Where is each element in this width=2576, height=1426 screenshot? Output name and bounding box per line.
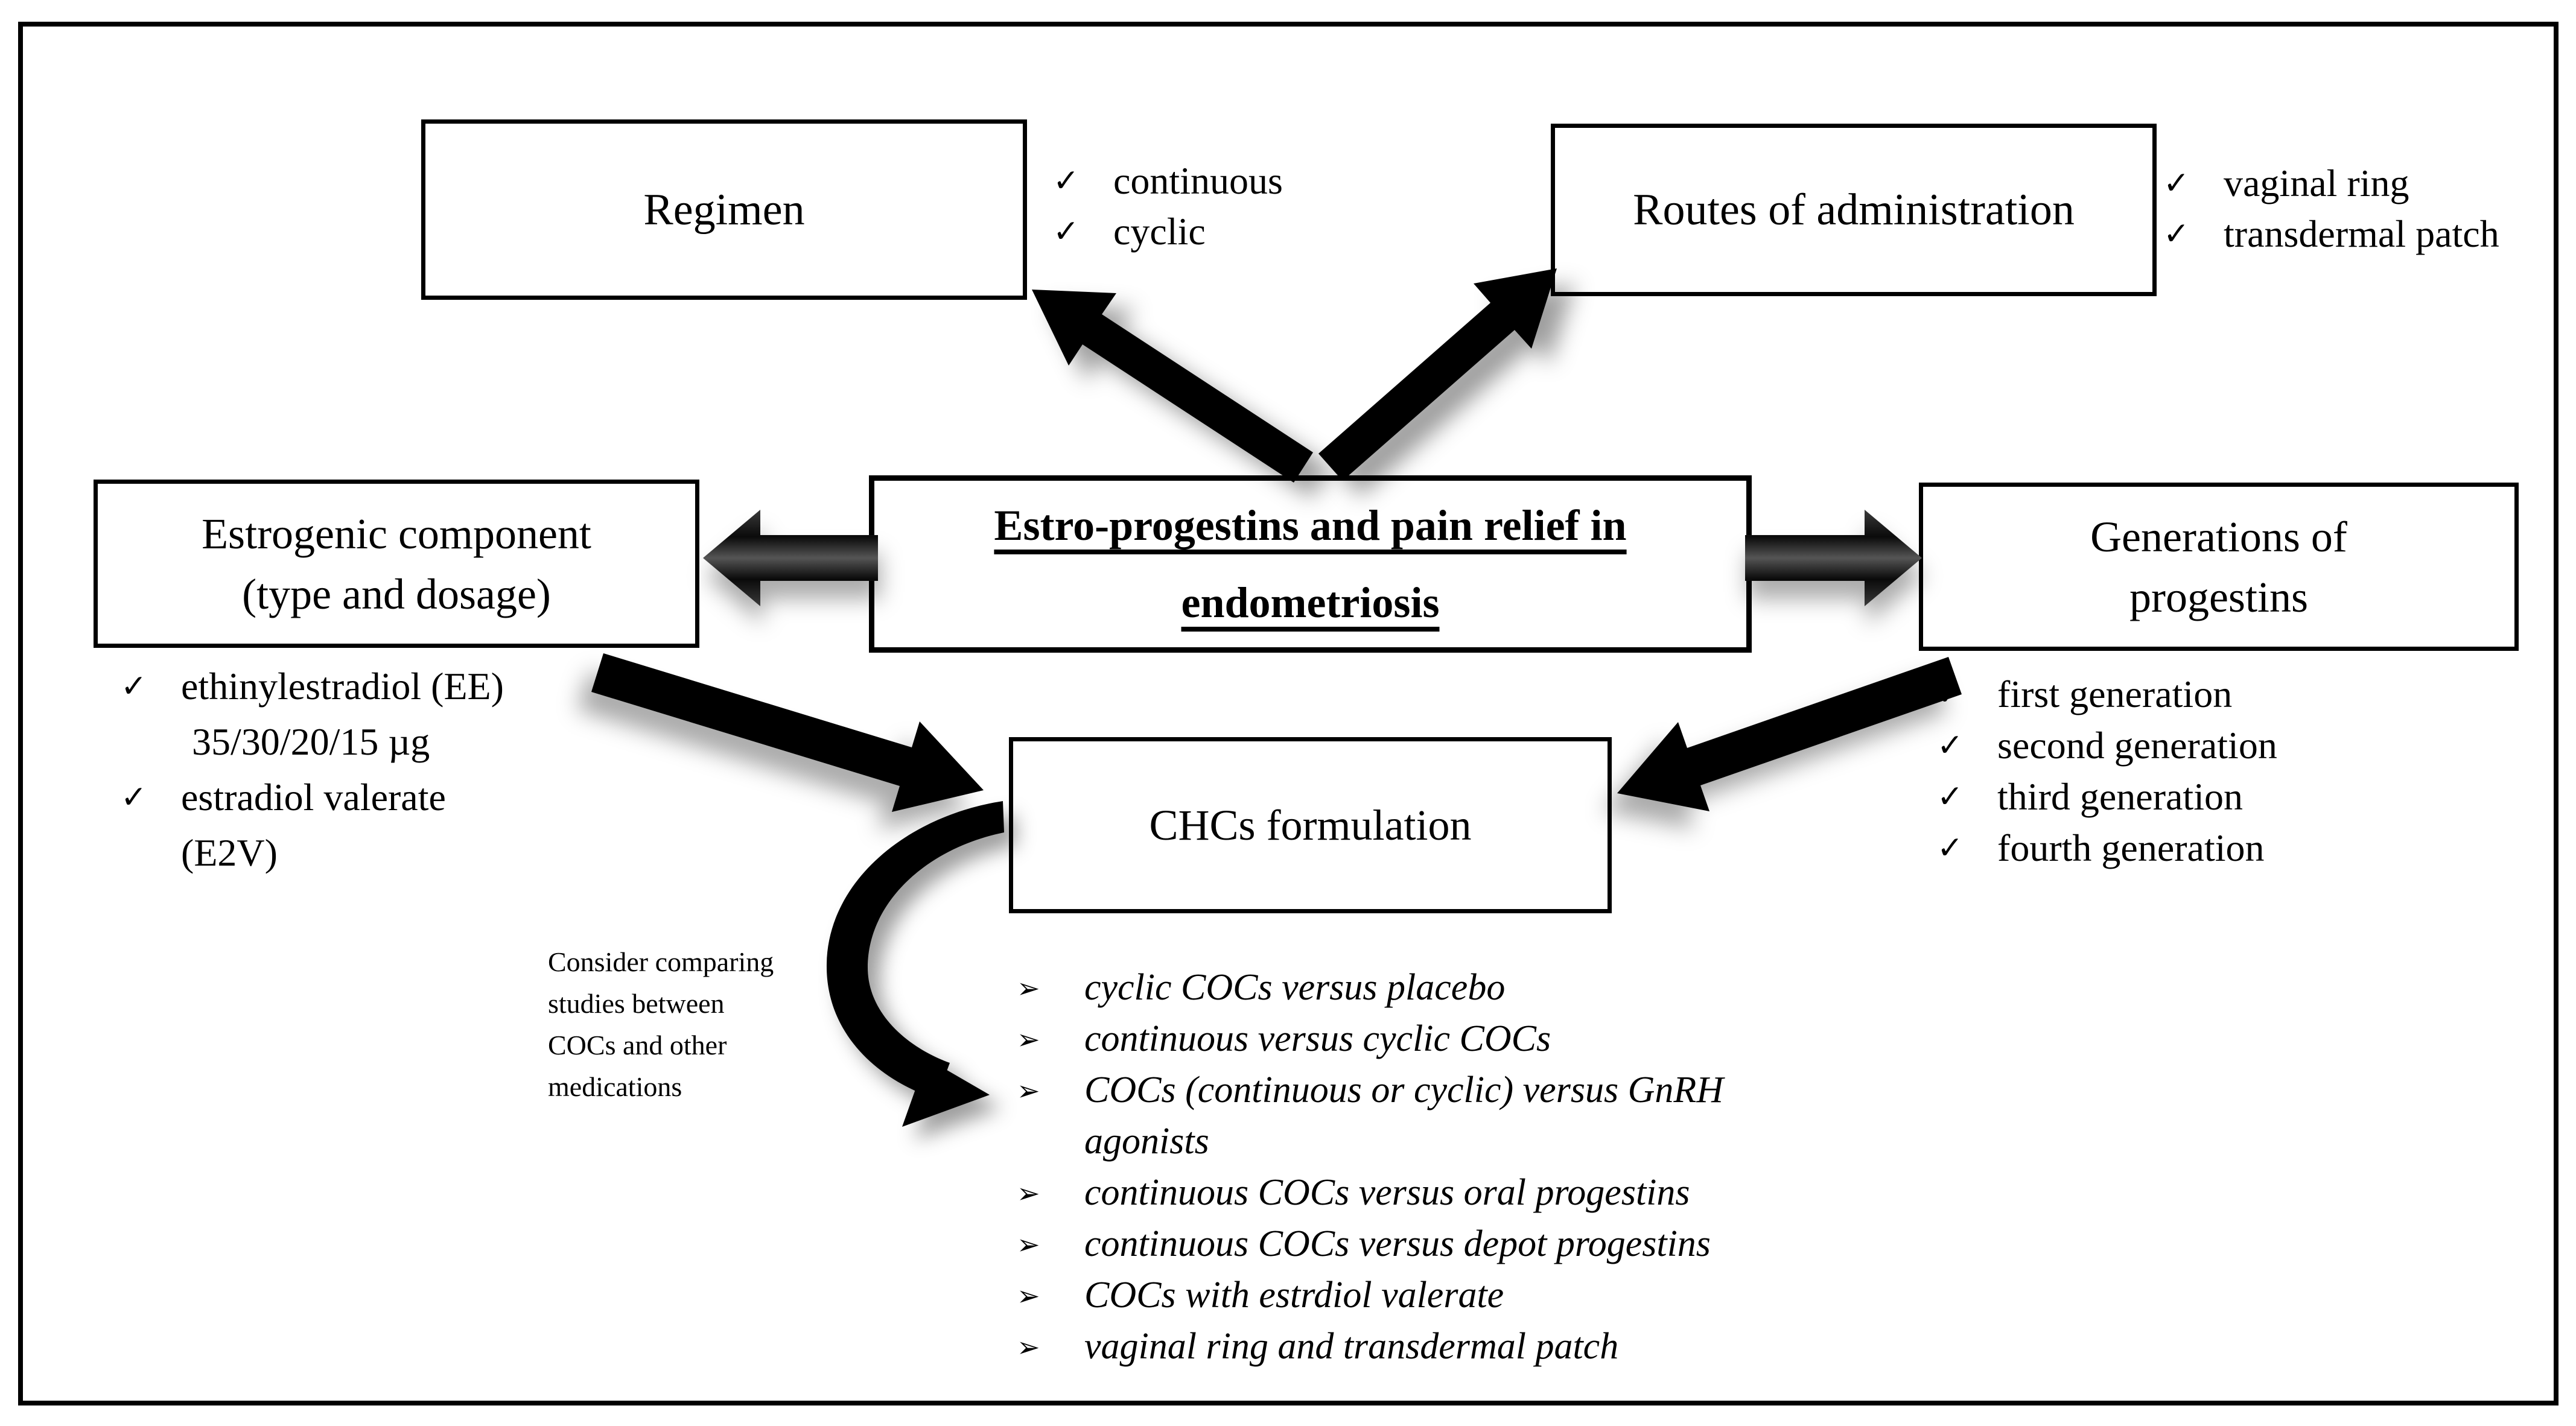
routes-box: Routes of administration bbox=[1551, 124, 2157, 296]
list-item: ✓ cyclic bbox=[1053, 210, 1206, 253]
arrow-center-to-routes bbox=[1318, 268, 1557, 481]
list-item: ➢ cyclic COCs versus placebo bbox=[1017, 967, 1506, 1008]
central-title-line2: endometriosis bbox=[1181, 578, 1440, 627]
arrow-generations-to-chcs bbox=[1617, 657, 1962, 811]
arrow-center-to-estrogenic bbox=[703, 510, 878, 606]
curved-arrow-chcs-to-list bbox=[826, 801, 1004, 1127]
list-item-continuation: (E2V) bbox=[181, 831, 278, 874]
list-item: ➢ vaginal ring and transdermal patch bbox=[1017, 1326, 1619, 1367]
check-icon: ✓ bbox=[121, 668, 147, 705]
generations-title-line1: Generations of bbox=[2090, 512, 2347, 561]
chcs-comparison-list: ➢ cyclic COCs versus placebo ➢ continuou… bbox=[1017, 962, 1723, 1372]
check-icon: ✓ bbox=[1053, 214, 1080, 250]
estrogenic-title-line2: (type and dosage) bbox=[242, 569, 551, 618]
regimen-title: Regimen bbox=[643, 185, 805, 235]
estrogenic-title-line1: Estrogenic component bbox=[202, 509, 591, 558]
list-item: ➢ COCs with estrdiol valerate bbox=[1017, 1275, 1504, 1316]
arrowhead-bullet-icon: ➢ bbox=[1017, 1022, 1040, 1056]
estrogenic-checklist: ✓ ethinylestradiol (EE) 35/30/20/15 µg ✓… bbox=[121, 659, 504, 881]
arrow-estrogenic-to-chcs bbox=[591, 653, 984, 812]
estrogenic-box: Estrogenic component (type and dosage) bbox=[94, 480, 699, 648]
central-topic-box: Estro-progestins and pain relief in endo… bbox=[869, 475, 1752, 653]
arrowhead-bullet-icon: ➢ bbox=[1017, 1176, 1040, 1209]
list-item: ✓ estradiol valerate bbox=[121, 776, 446, 819]
arrowhead-bullet-icon: ➢ bbox=[1017, 1279, 1040, 1312]
list-item: ➢ continuous COCs versus oral progestins bbox=[1017, 1172, 1690, 1213]
list-item: ✓ continuous bbox=[1053, 159, 1283, 202]
arrowhead-bullet-icon: ➢ bbox=[1017, 971, 1040, 1004]
list-item: ➢ continuous COCs versus depot progestin… bbox=[1017, 1223, 1711, 1264]
central-title-line1: Estro-progestins and pain relief in bbox=[994, 501, 1627, 550]
list-item: ✓ second generation bbox=[1937, 723, 2277, 767]
chcs-box: CHCs formulation bbox=[1009, 737, 1612, 913]
list-item: ✓ ethinylestradiol (EE) bbox=[121, 665, 504, 708]
list-item: ✓ fourth generation bbox=[1937, 826, 2265, 869]
arrow-center-to-regimen bbox=[1032, 290, 1313, 483]
chcs-title: CHCs formulation bbox=[1149, 801, 1472, 849]
generations-title-line2: progestins bbox=[2129, 572, 2308, 621]
arrowhead-bullet-icon: ➢ bbox=[1017, 1074, 1040, 1107]
routes-title: Routes of administration bbox=[1633, 185, 2075, 235]
check-icon: ✓ bbox=[1937, 778, 1964, 815]
list-item-continuation: 35/30/20/15 µg bbox=[192, 720, 430, 763]
check-icon: ✓ bbox=[2163, 216, 2190, 252]
check-icon: ✓ bbox=[1053, 163, 1080, 199]
generations-box: Generations of progestins bbox=[1919, 483, 2519, 651]
routes-checklist: ✓ vaginal ring ✓ transdermal patch bbox=[2163, 158, 2499, 259]
regimen-checklist: ✓ continuous ✓ cyclic bbox=[1053, 156, 1283, 257]
arrowhead-bullet-icon: ➢ bbox=[1017, 1228, 1040, 1261]
list-item: ✓ transdermal patch bbox=[2163, 212, 2499, 255]
generations-checklist: ✓ first generation ✓ second generation ✓… bbox=[1937, 668, 2277, 873]
check-icon: ✓ bbox=[121, 779, 147, 816]
list-item: ✓ vaginal ring bbox=[2163, 162, 2409, 204]
check-icon: ✓ bbox=[2163, 165, 2190, 201]
list-item: ➢ COCs (continuous or cyclic) versus GnR… bbox=[1017, 1070, 1723, 1111]
list-item-continuation: agonists bbox=[1084, 1121, 1209, 1162]
check-icon: ✓ bbox=[1937, 829, 1964, 866]
check-icon: ✓ bbox=[1937, 727, 1964, 764]
comparison-note: Consider comparing studies between COCs … bbox=[548, 946, 774, 1102]
list-item: ✓ third generation bbox=[1937, 775, 2243, 818]
arrow-center-to-generations bbox=[1745, 510, 1922, 606]
regimen-box: Regimen bbox=[421, 119, 1027, 300]
list-item: ➢ continuous versus cyclic COCs bbox=[1017, 1018, 1551, 1059]
arrowhead-bullet-icon: ➢ bbox=[1017, 1330, 1040, 1363]
